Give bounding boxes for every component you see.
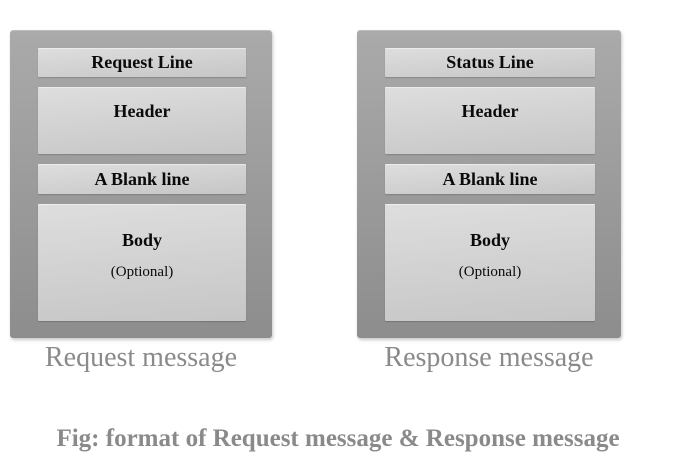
response-header-label: Header <box>461 101 519 121</box>
request-header-box: Header <box>38 87 246 154</box>
request-body-optional-label: (Optional) <box>110 264 174 280</box>
status-line-box: Status Line <box>385 48 595 77</box>
response-header-box: Header <box>385 87 595 154</box>
request-body-label: Body <box>121 230 163 250</box>
request-blank-line-box: A Blank line <box>38 164 246 194</box>
status-line-label: Status Line <box>446 52 534 72</box>
request-header-label: Header <box>113 101 171 121</box>
response-message-diagram: Status Line Header A Blank line Body (Op… <box>357 30 621 374</box>
response-blank-line-box: A Blank line <box>385 164 595 194</box>
response-message-panel: Status Line Header A Blank line Body (Op… <box>357 30 621 338</box>
request-blank-line-label: A Blank line <box>94 168 190 189</box>
figure-caption: Fig: format of Request message & Respons… <box>56 425 620 452</box>
request-body-box: Body (Optional) <box>38 204 246 321</box>
response-blank-line-label: A Blank line <box>442 168 538 189</box>
request-message-caption: Request message <box>44 342 238 373</box>
response-message-caption: Response message <box>384 342 594 373</box>
request-message-diagram: Request Line Header A Blank line Body (O… <box>10 30 272 374</box>
response-body-box: Body (Optional) <box>385 204 595 321</box>
request-message-panel: Request Line Header A Blank line Body (O… <box>10 30 272 338</box>
response-body-label: Body <box>469 230 511 250</box>
request-line-box: Request Line <box>38 48 246 77</box>
response-body-optional-label: (Optional) <box>458 264 522 280</box>
request-line-label: Request Line <box>91 52 193 72</box>
